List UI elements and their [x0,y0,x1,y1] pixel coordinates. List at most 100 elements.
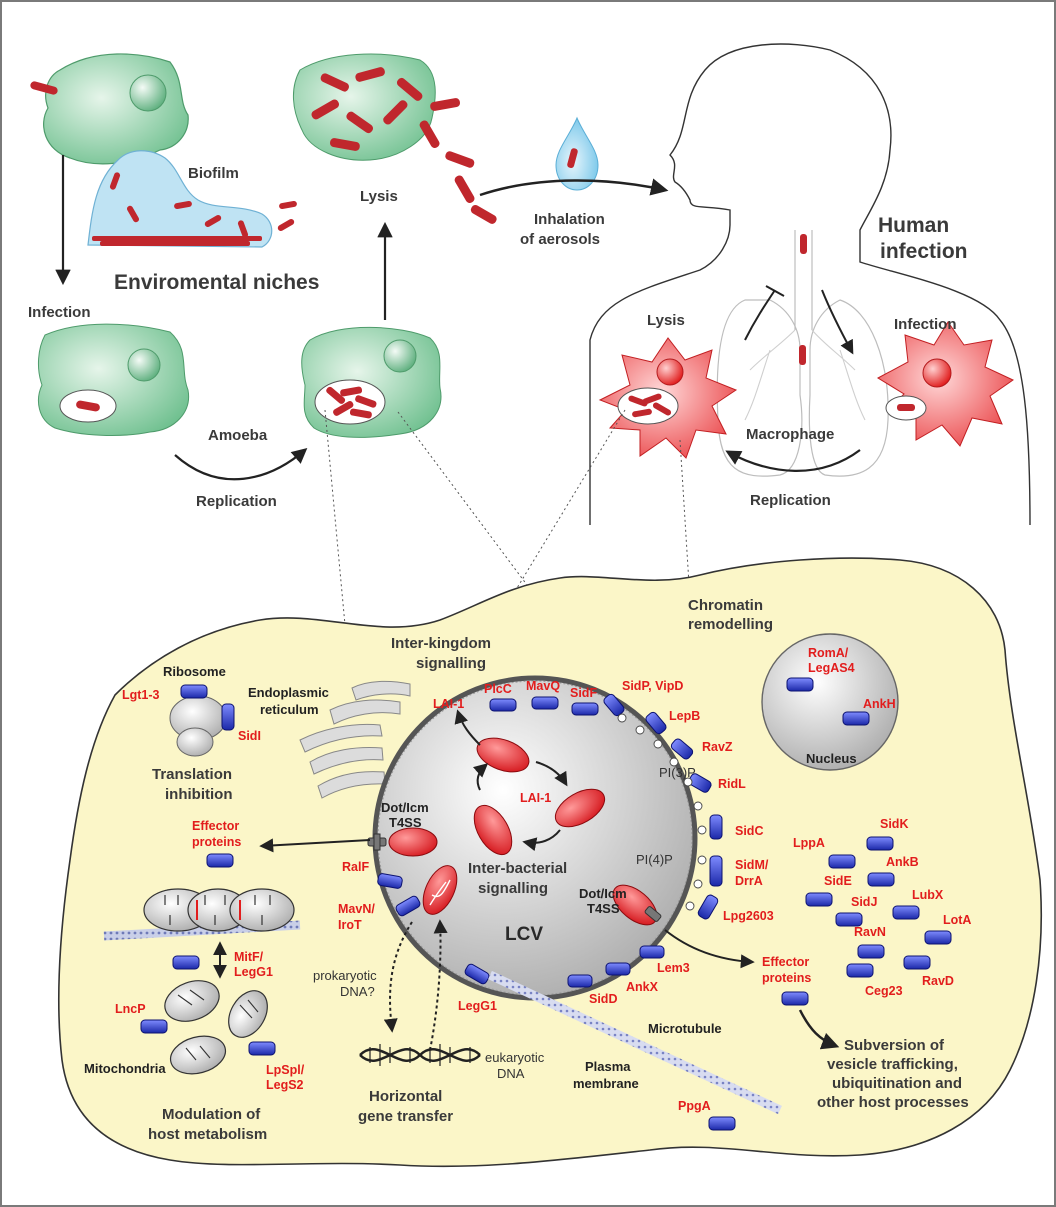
endoplasmic-reticulum [299,680,411,799]
arrow-human-replication [725,449,861,472]
plasma-label-1: Plasma [585,1059,631,1074]
ridl-label: RidL [718,777,746,791]
effector-right-label-1: Effector [762,955,809,969]
infection-env-label: Infection [28,304,91,321]
free-bacterium [30,81,58,95]
environmental-niches-title: Enviromental niches [114,271,319,294]
bacterial-dna-helix [429,879,451,906]
effector-left-label-2: proteins [192,835,241,849]
trachea [794,230,813,330]
mito-junctions [196,900,241,920]
nucleus-label: Nucleus [806,751,857,766]
ppga-effector [708,1116,736,1131]
lem3-label: Lem3 [657,961,690,975]
ceg23-label: Ceg23 [865,984,903,998]
arrow-dna-in [429,919,448,1051]
lysis-env-label: Lysis [360,188,398,205]
lubx-label: LubX [912,888,944,902]
arrow-subversion [798,1009,840,1050]
effector-left [206,853,234,868]
biofilm-bacteria [109,172,297,238]
sidj-label: SidJ [851,895,877,909]
arrow-inhalation [479,178,669,197]
amoeba-infected-nucleus [127,348,161,382]
macrophage-infection-nucleus [922,358,952,388]
prokaryotic-label-1: prokaryotic [313,968,377,983]
sidi-label: SidI [238,729,261,743]
macrophage-lysis-vacuole [617,387,679,425]
sidc-label: SidC [735,824,763,838]
arrow-effector-right [664,929,755,969]
lysis-bacteria [311,67,497,224]
macrophage-infection-bacterium [897,404,915,411]
host-nucleus [761,633,899,771]
ribosome-label: Ribosome [163,664,226,679]
roma-effector [786,677,814,692]
dna-rungs [369,1044,471,1066]
mitochondria-top-chain [143,888,295,932]
effector-right [781,991,809,1006]
amoeba-replicating-nucleus [383,339,417,373]
lota-label: LotA [943,913,971,927]
dot-left-label-2: T4SS [389,815,422,830]
ankx-label: AnkX [626,980,659,994]
inhalation-label-1: Inhalation [534,211,605,228]
lcv-membrane-effectors [377,693,723,988]
lppa-label: LppA [793,836,825,850]
lncp-label: LncP [115,1002,146,1016]
eukaryotic-label-2: DNA [497,1066,525,1081]
interbacterial-label-2: signalling [478,880,548,897]
lcv-bacterium-left [473,804,513,856]
interkingdom-label-2: signalling [416,655,486,672]
subversion-label-3: ubiquitination and [832,1075,962,1092]
lungs [716,299,889,477]
lung-bacterium [799,345,806,365]
t4ss-left [367,833,387,851]
macrophage-lysis-nucleus [656,358,684,386]
lai-cycle-arrow-3 [522,829,561,852]
lai-out-label: LAI-1 [433,697,464,711]
ppga-label: PpgA [678,1099,711,1113]
hgt-label-2: gene transfer [358,1108,453,1125]
mitf-effector [172,955,200,970]
droplet-bacterium [567,148,578,169]
sidm-label-1: SidM/ [735,858,769,872]
dna-double-helix [359,1048,481,1062]
lai-cycle-arrow-2 [535,761,568,787]
ankb-label: AnkB [886,855,919,869]
subversion-label-2: vesicle trafficking, [827,1056,958,1073]
lai-cycle-arrow-1 [472,763,489,791]
legg1-label: LegG1 [458,999,497,1013]
arrow-dna-out [383,921,413,1033]
human-silhouette [589,43,1031,526]
biofilm [87,150,273,248]
er-label-1: Endoplasmic [248,685,329,700]
lpspl-effector [248,1041,276,1056]
mitochondria-label: Mitochondria [84,1061,166,1076]
er-label-2: reticulum [260,702,319,717]
mito-bottom-cristae [177,989,259,1061]
amoeba-label: Amoeba [208,427,268,444]
replicating-bacteria [326,386,377,419]
vacuole-bacterium [76,400,100,412]
chromatin-label-1: Chromatin [688,597,763,614]
side-label: SidE [824,874,852,888]
lung-branches [744,329,866,421]
amoeba-top [43,53,189,165]
hgt-label-1: Horizontal [369,1088,442,1105]
chromatin-label-2: remodelling [688,616,773,633]
zoom-lines [324,409,691,771]
mavn-label-1: MavN/ [338,902,375,916]
interbacterial-label-1: Inter-bacterial [468,860,567,877]
mavq-label: MavQ [526,679,560,693]
lcv-label: LCV [505,924,543,945]
t4ss-right [644,906,662,922]
mito-top-cristae [164,895,271,925]
pi3p-label: PI(3)P [659,765,696,780]
prokaryotic-label-2: DNA? [340,984,375,999]
plcc-label: PlcC [484,682,512,696]
lysis-human-label: Lysis [647,312,685,329]
lepb-label: LepB [669,709,700,723]
